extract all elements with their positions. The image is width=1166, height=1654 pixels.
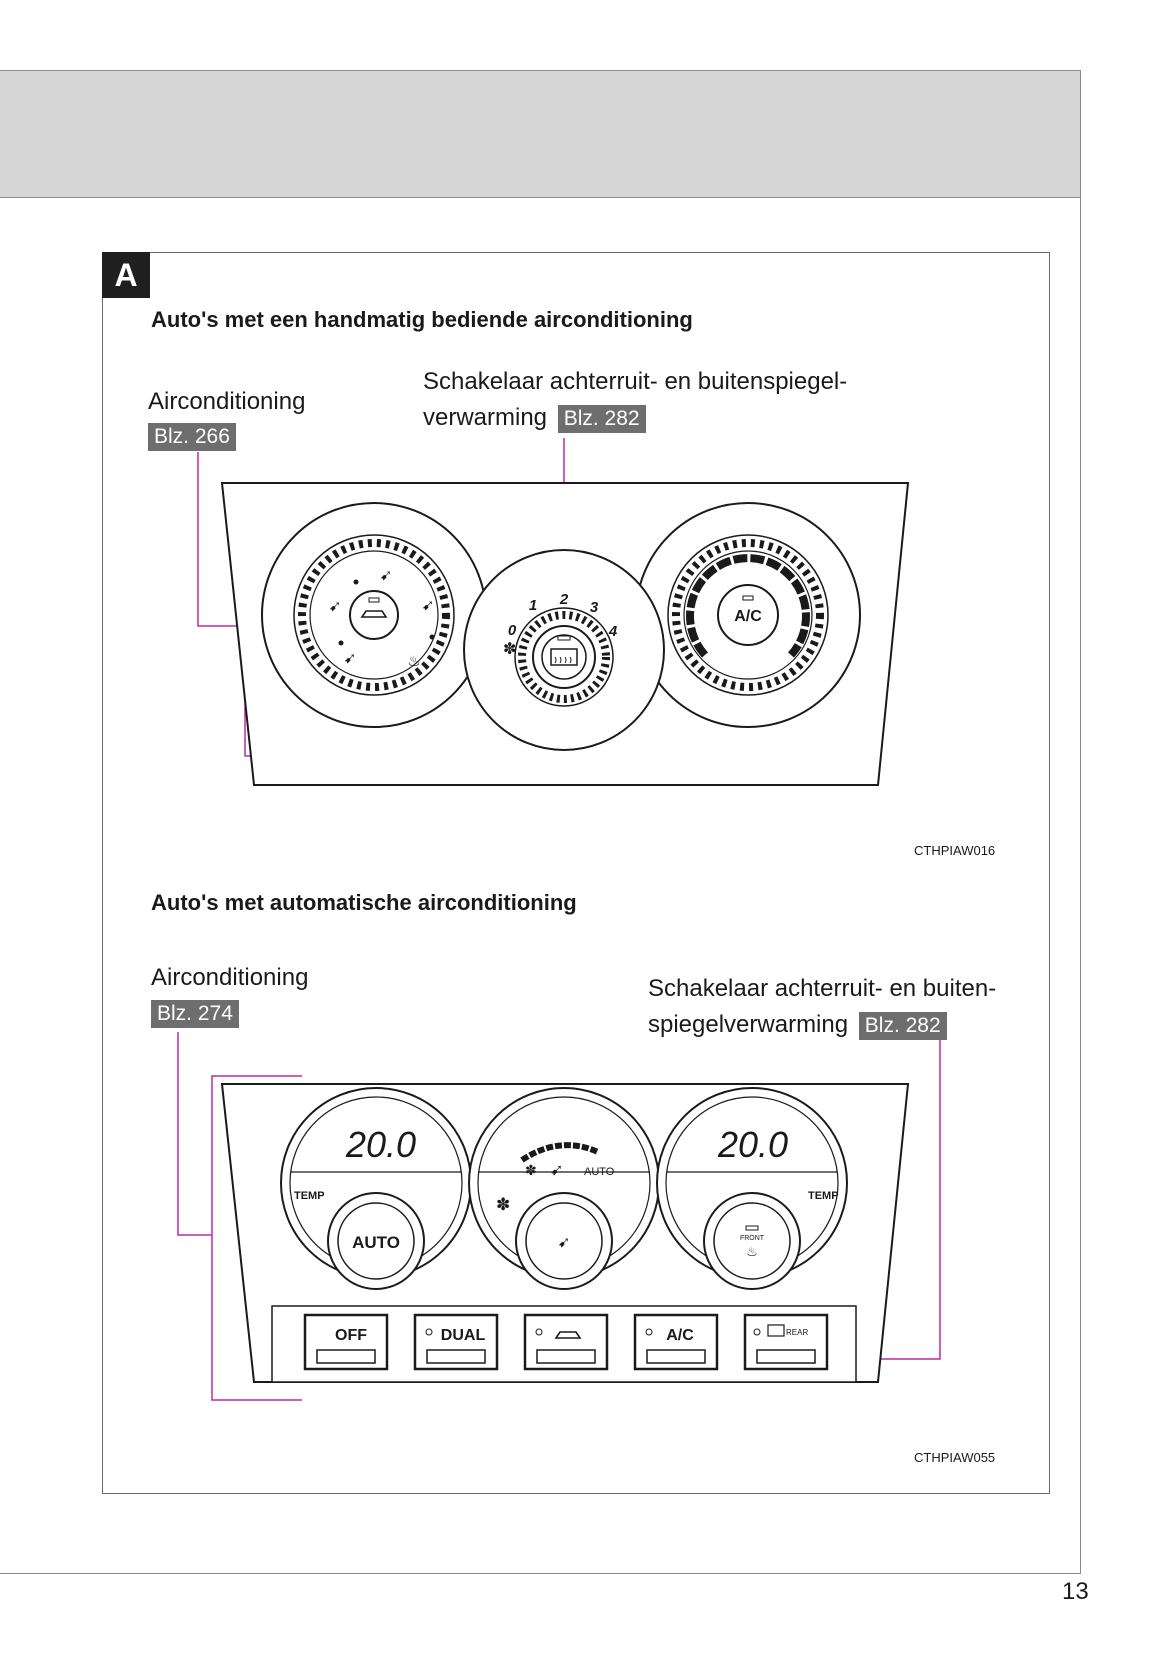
manual-ac-label: Airconditioning <box>148 388 306 415</box>
header-band <box>0 70 1081 198</box>
auto-defogger-page-ref[interactable]: Blz. 282 <box>858 1012 947 1040</box>
auto-figure-code: CTHPIAW055 <box>914 1450 996 1465</box>
section-letter: A <box>102 252 150 298</box>
auto-ac-heading: Auto's met automatische airconditioning <box>151 890 577 915</box>
ac-button[interactable] <box>717 584 779 646</box>
auto-ac-label: Airconditioning <box>151 964 309 991</box>
manual-defogger-label-line1: Schakelaar achterruit- en buitenspiegel- <box>423 368 848 395</box>
rear-defogger-icon <box>554 656 572 664</box>
manual-defogger-label-line2: verwarming <box>423 404 548 431</box>
foot-defrost-icon: ➹ <box>422 597 435 614</box>
manual-ac-page-ref[interactable]: Blz. 266 <box>148 423 236 451</box>
manual-ac-heading: Auto's met een handmatig bediende aircon… <box>151 307 693 332</box>
auto-defogger-label-line2: spiegelverwarming <box>648 1011 849 1038</box>
temperature-dial[interactable]: A/C <box>667 534 829 696</box>
page-bottom-rule <box>0 1573 1081 1574</box>
bilevel-vent-icon: ➹ <box>380 567 393 584</box>
rear-defogger-button[interactable] <box>550 648 578 666</box>
fan-speed-2: 2 <box>559 591 569 608</box>
windshield-defrost-icon: ♨ <box>407 653 420 670</box>
manual-figure-code: CTHPIAW016 <box>914 843 996 858</box>
temperature-scale <box>686 554 810 658</box>
fan-icon: ✽ <box>503 641 516 658</box>
fan-speed-dial[interactable]: ✽ 0 1 2 3 4 <box>503 591 618 707</box>
fan-speed-1: 1 <box>529 597 537 614</box>
page-right-rule <box>1080 196 1081 1573</box>
fan-speed-4: 4 <box>608 623 618 640</box>
ac-button-label: A/C <box>734 608 762 625</box>
manual-defogger-page-ref[interactable]: Blz. 282 <box>557 405 646 433</box>
fan-speed-3: 3 <box>590 599 599 616</box>
face-vent-icon: ➹ <box>329 598 342 615</box>
fan-speed-0: 0 <box>508 622 517 639</box>
auto-ac-page-ref[interactable]: Blz. 274 <box>151 1000 239 1028</box>
air-outlet-mode-dial[interactable]: ➹ ➹ ➹ ➹ ♨ <box>293 534 455 696</box>
page-number: 13 <box>1062 1578 1089 1605</box>
auto-defogger-label-line1: Schakelaar achterruit- en buiten- <box>648 975 997 1002</box>
figure-frame <box>102 252 1050 1494</box>
foot-vent-icon: ➹ <box>344 650 357 667</box>
